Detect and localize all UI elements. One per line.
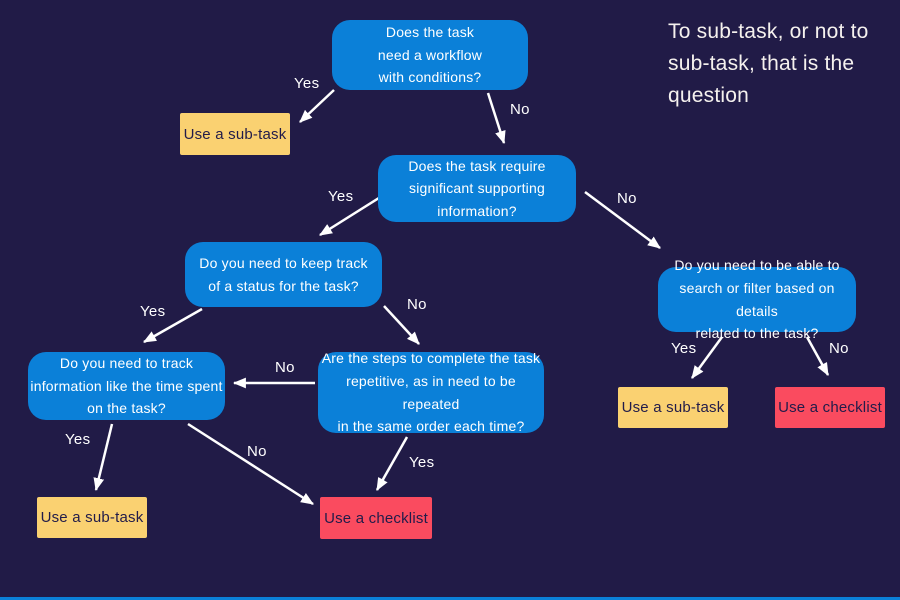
arrow-status-no (383, 305, 420, 345)
arrow-search-no (805, 336, 830, 376)
arrow-search-yes (690, 336, 724, 379)
arrow-workflow-no (486, 92, 506, 145)
decision-node-supporting-info: Does the task require significant suppor… (378, 155, 576, 222)
edge-label-supporting-no: No (617, 190, 637, 207)
edge-label-status-yes: Yes (140, 303, 166, 320)
edge-label-repetitive-no: No (275, 359, 295, 376)
edge-label-track-no: No (247, 443, 267, 460)
edge-label-track-yes: Yes (65, 431, 91, 448)
decision-node-track-time: Do you need to track information like th… (28, 352, 225, 420)
arrow-workflow-yes (299, 89, 335, 123)
arrow-status-yes (143, 307, 203, 344)
decision-node-workflow: Does the task need a workflow with condi… (332, 20, 528, 90)
result-subtask-left: Use a sub-task (37, 497, 147, 538)
result-checklist-center: Use a checklist (320, 497, 432, 539)
result-subtask-top: Use a sub-task (180, 113, 290, 155)
decision-node-repetitive-steps: Are the steps to complete the task repet… (318, 350, 544, 434)
edge-label-supporting-yes: Yes (328, 188, 354, 205)
edge-label-status-no: No (407, 296, 427, 313)
arrow-supporting-yes (319, 194, 383, 237)
result-subtask-right: Use a sub-task (618, 387, 728, 428)
arrow-track-yes (93, 423, 114, 492)
edge-label-search-yes: Yes (671, 340, 697, 357)
edge-label-workflow-no: No (510, 101, 530, 118)
page-title: To sub-task, or not to sub-task, that is… (668, 20, 869, 107)
arrow-repetitive-yes (375, 436, 409, 491)
bottom-accent-bar (0, 597, 900, 600)
arrow-track-no (187, 422, 314, 506)
result-checklist-right: Use a checklist (775, 387, 885, 428)
arrow-supporting-no (584, 190, 661, 250)
decision-node-status: Do you need to keep track of a status fo… (185, 242, 382, 307)
decision-node-search-filter: Do you need to be able to search or filt… (658, 257, 856, 341)
edge-label-repetitive-yes: Yes (409, 454, 435, 471)
edge-label-workflow-yes: Yes (294, 75, 320, 92)
edge-label-search-no: No (829, 340, 849, 357)
